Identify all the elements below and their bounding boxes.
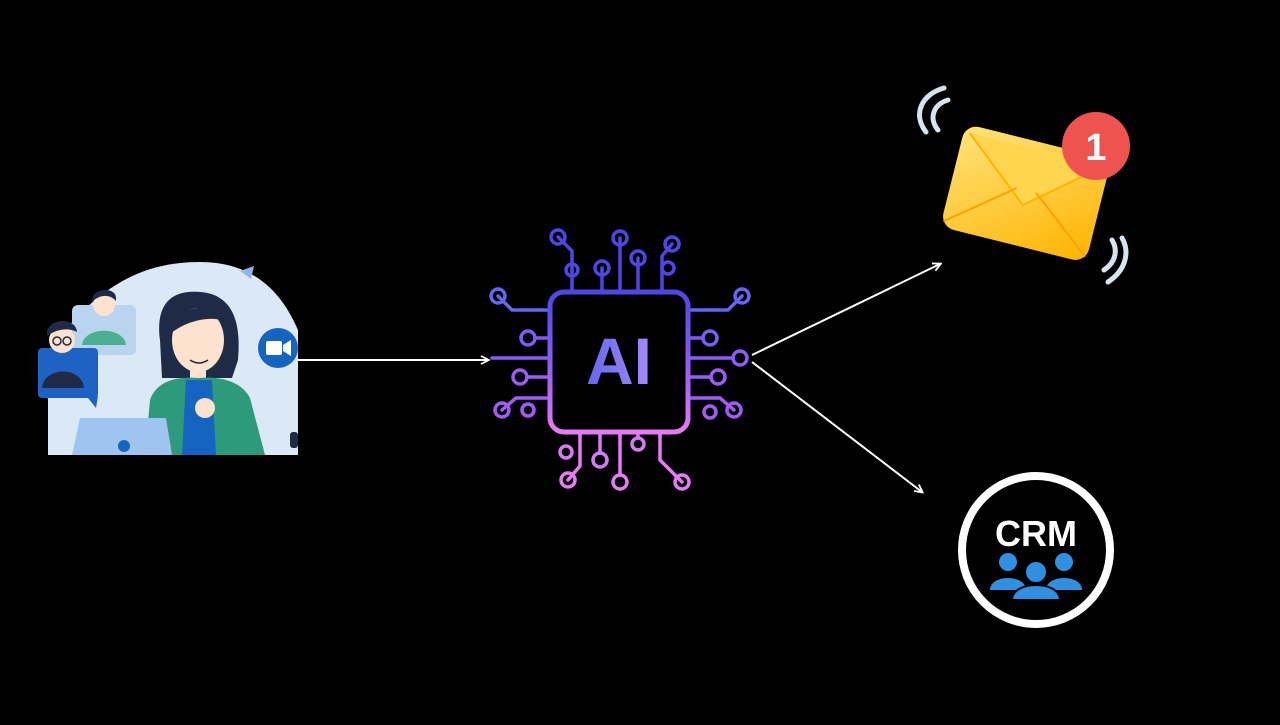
connector-arrows [298,264,940,492]
video-meeting-illustration [38,262,299,455]
arrow-ai-to-crm [751,361,922,492]
participant-card-icon [38,320,98,408]
users-group-icon [990,553,1082,601]
ai-chip-label: AI [586,324,652,398]
crm-users-icon [958,472,1114,628]
video-camera-icon [258,328,298,368]
vibration-lines-icon [930,97,951,133]
ai-chip-icon [489,228,751,491]
email-notification-icon [917,85,1130,285]
laptop-icon [72,418,172,455]
crm-label: CRM [995,513,1077,554]
notification-badge-count: 1 [1085,127,1106,169]
notification-badge [1062,112,1130,180]
arrow-ai-to-email [751,264,940,356]
presenter-figure-icon [145,291,265,455]
participant-card-icon [72,289,136,355]
